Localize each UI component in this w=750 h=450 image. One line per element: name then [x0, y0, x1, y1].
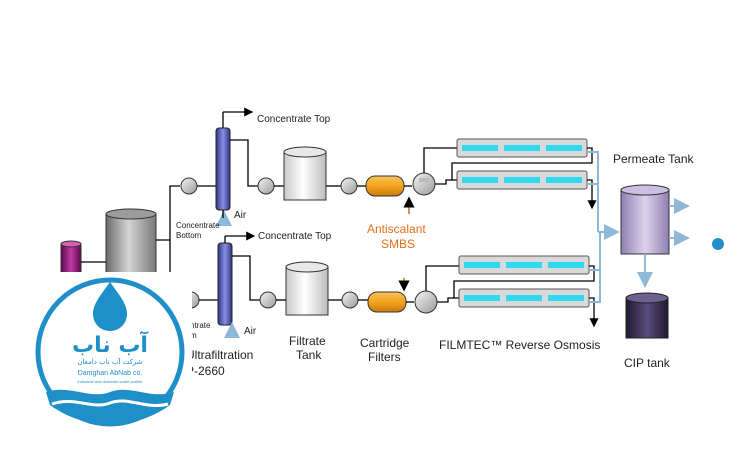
concentrate-bottom2-label-1: ntrate — [190, 321, 211, 330]
uf-model-label: P-2660 — [186, 364, 225, 378]
ultrafiltration-label: Ultrafiltration — [186, 348, 253, 362]
ro-vessel-top-2 — [456, 170, 588, 190]
logo-wave — [46, 389, 174, 425]
water-drop-icon — [93, 282, 127, 331]
logo-subtitle-fa: شرکت آب ناب دامغان — [77, 357, 142, 366]
cartridge-feed-pump-top — [340, 177, 358, 195]
bottom-train: Concentrate Top Air ntrate m — [169, 224, 620, 340]
filtrate-tank-label-2: Tank — [296, 348, 322, 362]
cartridge-feed-pump-bottom — [341, 291, 359, 309]
concentrate-bottom-label-2: Bottom — [176, 231, 202, 240]
air-label-1: Air — [234, 210, 247, 221]
concentrate-top-label-2: Concentrate Top — [258, 231, 332, 242]
ro-label: FILMTEC™ Reverse Osmosis — [439, 338, 600, 352]
permeate-tank-label: Permeate Tank — [613, 152, 694, 166]
feed-chemical-tank — [60, 240, 82, 275]
filtrate-pump-top — [257, 177, 275, 195]
concentrate-top-label-1: Concentrate Top — [257, 114, 331, 125]
cip-tank — [625, 292, 669, 339]
logo-name-en: Damghan AbNab co. — [78, 370, 143, 377]
raw-water-tank — [105, 208, 157, 275]
filtrate-pump-bottom — [259, 291, 277, 309]
hp-pump-top — [412, 172, 436, 196]
concentrate-bottom2-label-2: m — [190, 331, 197, 340]
hp-pump-bottom — [414, 290, 438, 314]
antiscalant-label: Antiscalant — [367, 222, 426, 236]
company-logo: آب ناب شرکت آب ناب دامغان Damghan AbNab … — [28, 272, 192, 434]
logo-name-fa: آب ناب — [72, 330, 148, 358]
cartridge-filter-top — [365, 175, 405, 197]
cartridge-filters-label-1: Cartridge — [360, 336, 410, 350]
ro-vessel-bottom-1 — [458, 255, 590, 275]
ro-vessel-bottom-2 — [458, 288, 590, 308]
ro-vessel-top-1 — [456, 138, 588, 158]
filtrate-tank-label-1: Filtrate — [289, 334, 326, 348]
edge-marker-icon — [712, 238, 724, 250]
top-train: Concentrate Top Air Concentrate Bottom — [156, 107, 599, 241]
air-label-2: Air — [244, 326, 257, 337]
filtrate-tank-bottom — [285, 261, 329, 316]
uf-column-bottom — [217, 242, 233, 326]
concentrate-bottom-label-1: Concentrate — [176, 221, 220, 230]
smbs-label: SMBS — [381, 237, 415, 251]
permeate-tank — [620, 184, 670, 255]
logo-subtitle-en: Industrial and domestic water purifier — [77, 379, 143, 384]
cartridge-filter-bottom — [367, 291, 407, 313]
cartridge-filters-label-2: Filters — [368, 350, 401, 364]
cip-tank-label: CIP tank — [624, 356, 671, 370]
uf-column-top — [215, 127, 231, 211]
filtrate-tank-top — [283, 146, 327, 201]
uf-feed-pump-top — [180, 177, 198, 195]
